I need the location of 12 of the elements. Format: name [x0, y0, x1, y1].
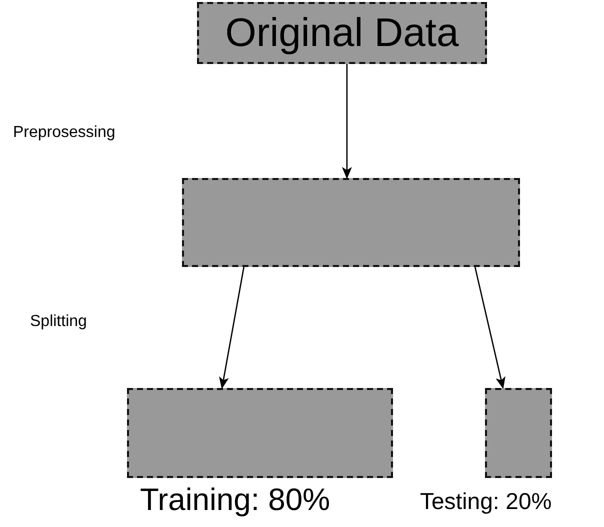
step-label: Preprosessing	[13, 124, 116, 142]
step-label: Splitting	[30, 313, 87, 331]
box-title: Original Data	[225, 10, 459, 56]
arrow	[342, 64, 352, 179]
empty-box	[485, 388, 552, 478]
arrow	[474, 266, 506, 389]
box-caption: Training: 80%	[140, 482, 330, 518]
empty-box	[182, 178, 520, 267]
process-box	[197, 2, 487, 64]
empty-box	[127, 388, 393, 478]
box-caption: Testing: 20%	[420, 488, 552, 515]
arrow	[219, 266, 244, 389]
